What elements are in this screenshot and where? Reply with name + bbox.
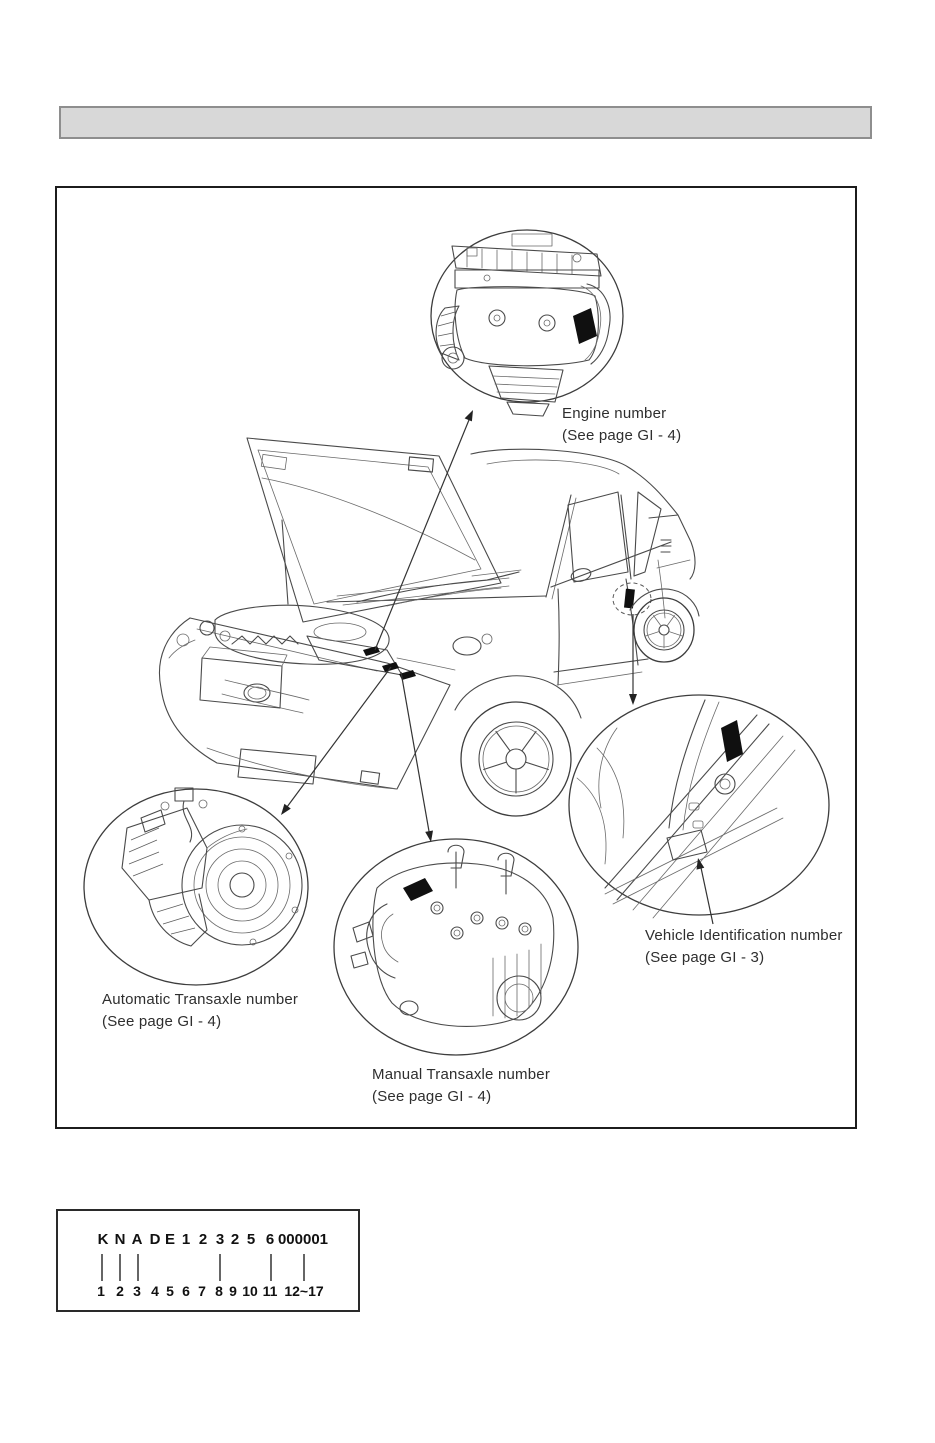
vin-char: N [114, 1231, 126, 1248]
vin-tick [270, 1254, 272, 1281]
engine-callout [430, 229, 624, 417]
manual-transaxle-callout [333, 838, 579, 1056]
doors-and-rocker [553, 559, 666, 686]
engine-art [435, 233, 611, 417]
rear-wheel [629, 588, 700, 663]
section-header-bar [59, 106, 872, 139]
vin-plate-location-marker [721, 720, 743, 762]
windshield-and-wipers [326, 494, 577, 607]
vin-tick [137, 1254, 139, 1281]
automatic-transaxle-number-label: Automatic Transaxle number (See page GI … [102, 989, 298, 1033]
vin-char: 000001 [277, 1231, 329, 1248]
manual-transaxle-number-label: Manual Transaxle number (See page GI - 4… [372, 1064, 550, 1108]
vin-char: A [131, 1231, 143, 1248]
vin-position: 5 [166, 1283, 174, 1299]
vin-callout [568, 694, 830, 919]
front-wheel [454, 675, 582, 817]
engine-bay [176, 604, 493, 709]
car-illustration [158, 437, 700, 817]
vin-char: E [164, 1231, 176, 1248]
vin-char: D [149, 1231, 161, 1248]
automatic-transaxle-art [121, 787, 303, 947]
vin-label-title: Vehicle Identification number [645, 927, 843, 944]
vin-label-pageref: (See page GI - 3) [645, 949, 765, 966]
vin-position: 4 [151, 1283, 159, 1299]
side-windows [550, 491, 672, 588]
vin-tick [303, 1254, 305, 1281]
automatic-transaxle-label-title: Automatic Transaxle number [102, 991, 299, 1008]
vin-position: 8 [215, 1283, 223, 1299]
vin-plate-marker-on-pillar [623, 588, 635, 609]
vin-plate [666, 829, 708, 861]
engine-arrow [374, 414, 472, 651]
open-hood [246, 437, 502, 623]
vehicle-identification-diagram [83, 229, 830, 1056]
engine-number-label-pageref: (See page GI - 4) [562, 427, 682, 444]
vin-position: 12~17 [284, 1283, 324, 1299]
vehicle-identification-number-label: Vehicle Identification number (See page … [645, 925, 843, 969]
manual-transaxle-arrow [400, 671, 431, 838]
vin-position: 1 [97, 1283, 105, 1299]
vin-char: 5 [246, 1231, 256, 1248]
vin-char: K [97, 1231, 109, 1248]
vin-char: 3 [215, 1231, 225, 1248]
manual-transaxle-number-marker [403, 878, 433, 901]
transaxle-number-marker-b [399, 670, 416, 680]
vin-tick [219, 1254, 221, 1281]
vin-position: 10 [242, 1283, 258, 1299]
front-fascia [158, 617, 451, 790]
identification-diagram-box: Engine number (See page GI - 4) Automati… [55, 186, 857, 1129]
vin-char: 1 [181, 1231, 191, 1248]
vin-plate-arrow [699, 862, 714, 925]
vin-position: 6 [182, 1283, 190, 1299]
vin-position: 7 [198, 1283, 206, 1299]
vin-position: 9 [229, 1283, 237, 1299]
vin-tick [119, 1254, 121, 1281]
vin-position: 11 [262, 1283, 278, 1299]
vin-char: 2 [230, 1231, 240, 1248]
manual-transaxle-art [350, 844, 555, 1027]
manual-transaxle-label-pageref: (See page GI - 4) [372, 1088, 492, 1105]
vin-char: 6 [265, 1231, 275, 1248]
vin-tick [101, 1254, 103, 1281]
automatic-transaxle-arrow [283, 666, 392, 812]
manual-transaxle-label-title: Manual Transaxle number [372, 1066, 551, 1083]
vin-position: 3 [133, 1283, 141, 1299]
engine-number-label: Engine number (See page GI - 4) [562, 403, 681, 447]
automatic-transaxle-label-pageref: (See page GI - 4) [102, 1013, 222, 1030]
vin-position: 2 [116, 1283, 124, 1299]
leader-arrows [281, 410, 714, 925]
engine-number-label-title: Engine number [562, 405, 667, 422]
vin-code-breakdown-box: K N A D E 1 2 3 2 5 6 000001 1 2 3 4 5 6… [56, 1209, 360, 1312]
roof-and-rear-body [470, 448, 696, 580]
automatic-transaxle-callout [83, 787, 309, 986]
vin-char: 2 [198, 1231, 208, 1248]
